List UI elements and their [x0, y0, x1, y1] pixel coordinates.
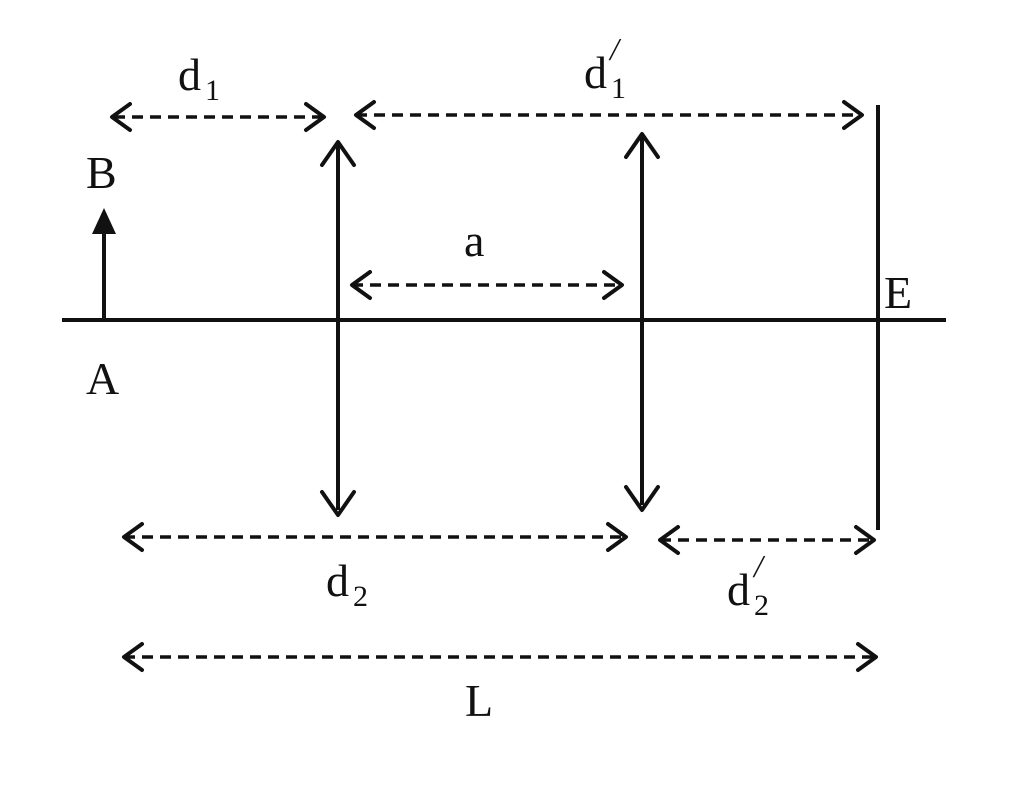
label-d2: d 2	[326, 555, 368, 613]
dimension-d1	[110, 102, 326, 132]
svg-text:1: 1	[611, 72, 626, 105]
svg-text:/: /	[608, 31, 622, 67]
label-d1-prime: d 1 /	[584, 31, 626, 105]
dimension-d2	[122, 522, 628, 552]
svg-text:2: 2	[353, 580, 368, 613]
dimension-a	[350, 270, 624, 300]
lens-position-1	[320, 140, 356, 517]
label-a: a	[464, 215, 484, 266]
label-L: L	[465, 675, 493, 726]
svg-text:d: d	[326, 555, 349, 606]
svg-text:/: /	[752, 548, 766, 584]
label-B: B	[86, 147, 117, 198]
dimension-d2-prime	[658, 525, 876, 555]
svg-text:d: d	[178, 49, 201, 100]
svg-text:d: d	[584, 47, 607, 98]
object-arrow	[92, 208, 116, 320]
label-d1: d 1	[178, 49, 220, 107]
label-A: A	[86, 353, 119, 404]
dimension-L	[122, 642, 878, 672]
svg-text:2: 2	[754, 589, 769, 622]
lens-position-2	[624, 132, 660, 512]
svg-text:1: 1	[205, 74, 220, 107]
label-E: E	[884, 267, 912, 318]
label-d2-prime: d 2 /	[727, 548, 769, 622]
dimension-d1-prime	[354, 100, 864, 130]
svg-text:d: d	[727, 564, 750, 615]
